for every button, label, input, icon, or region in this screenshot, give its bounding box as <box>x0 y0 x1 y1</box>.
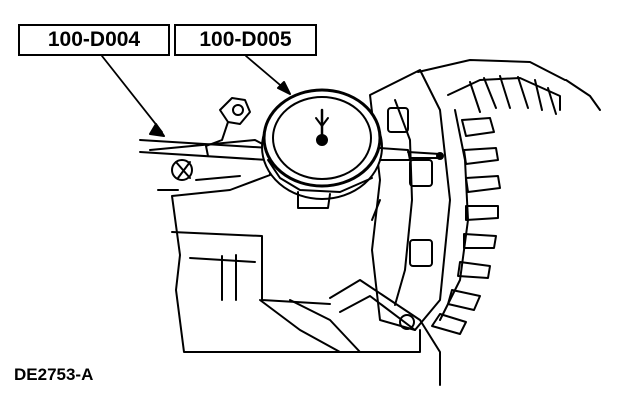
tool-label-100-D005: 100-D005 <box>174 24 317 56</box>
bolt-icon <box>409 239 433 267</box>
ring-gear-icon <box>417 59 601 335</box>
differential-case <box>369 69 451 331</box>
dial-indicator-icon <box>261 88 444 209</box>
leader-lines <box>101 55 291 137</box>
indicator-rod <box>139 97 271 181</box>
mounting-arm <box>289 279 441 386</box>
bolt-icon <box>387 107 409 133</box>
tool-label-100-D004: 100-D004 <box>18 24 170 56</box>
bolt-icon <box>409 159 433 187</box>
figure-id: DE2753-A <box>14 365 94 384</box>
